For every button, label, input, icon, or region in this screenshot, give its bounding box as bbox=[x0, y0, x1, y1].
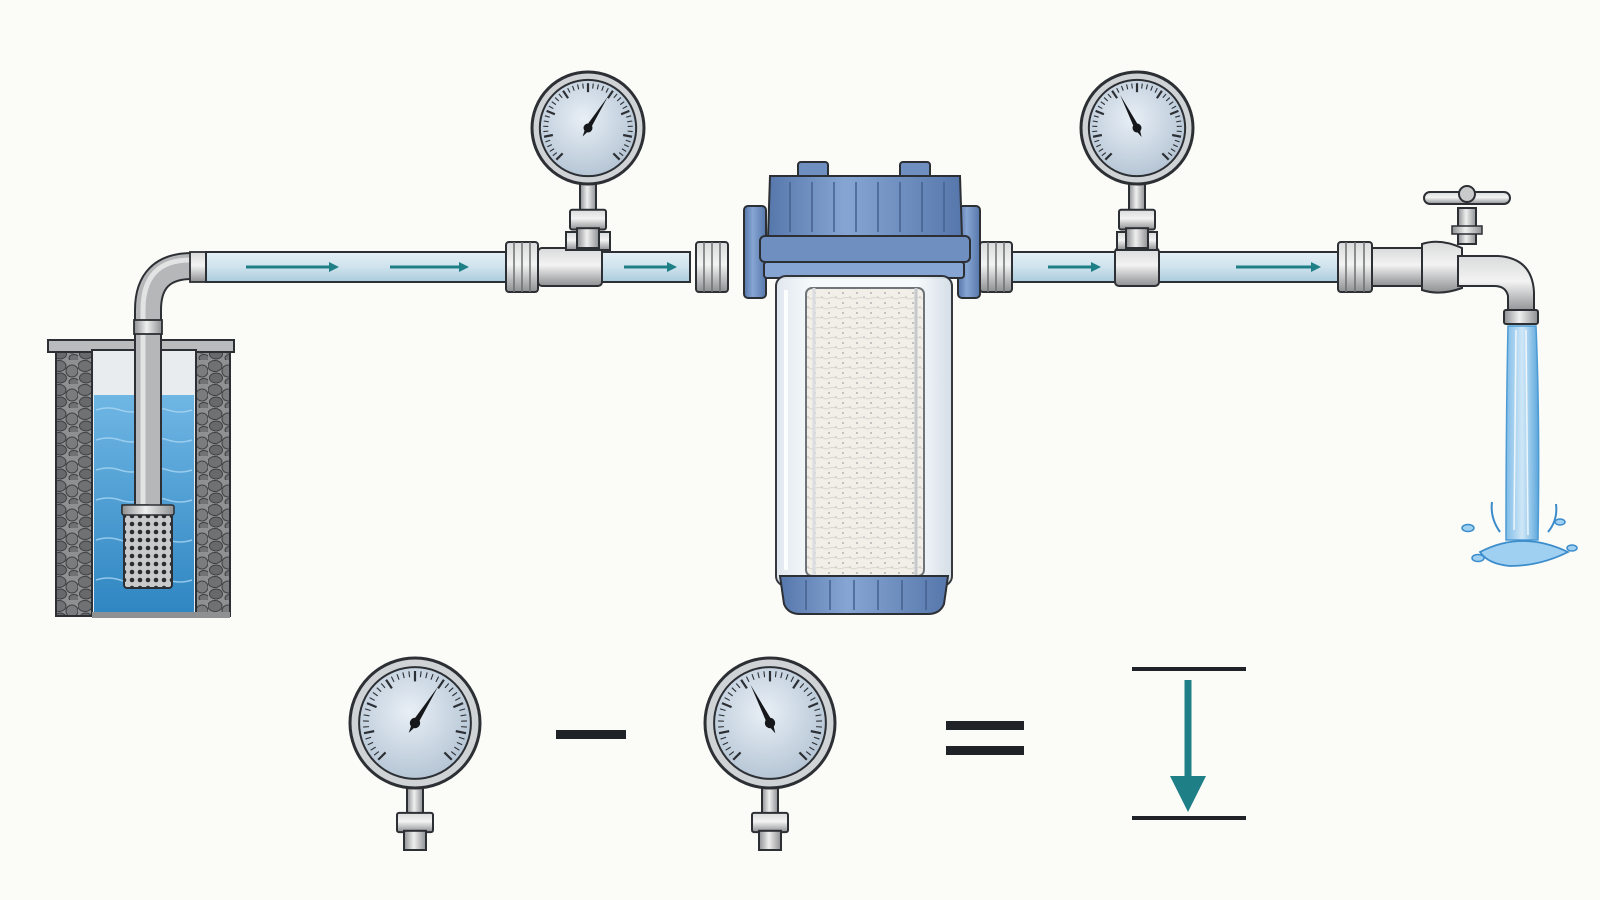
pipe-coupling bbox=[695, 241, 729, 293]
water-stream bbox=[1461, 325, 1578, 567]
pressure-drop-arrow-icon bbox=[1132, 667, 1246, 820]
equals-sign-icon bbox=[946, 721, 1024, 755]
filter-cartridge bbox=[805, 287, 925, 577]
gauge-layer bbox=[348, 70, 1195, 851]
inlet-pressure-gauge-icon bbox=[530, 70, 646, 249]
intake-strainer bbox=[123, 512, 173, 589]
minus-sign-icon bbox=[556, 730, 626, 739]
outlet-pressure-gauge-icon bbox=[1079, 70, 1195, 249]
equation-inlet-gauge-icon bbox=[348, 656, 482, 851]
pipe-coupling bbox=[1337, 241, 1373, 293]
pipe-coupling bbox=[979, 241, 1013, 293]
faucet-icon bbox=[1371, 185, 1539, 325]
pressure-drop-equation bbox=[556, 667, 1246, 820]
pipe-coupling bbox=[505, 241, 539, 293]
equation-outlet-gauge-icon bbox=[703, 656, 837, 851]
cartridge-filter-icon bbox=[743, 161, 981, 615]
